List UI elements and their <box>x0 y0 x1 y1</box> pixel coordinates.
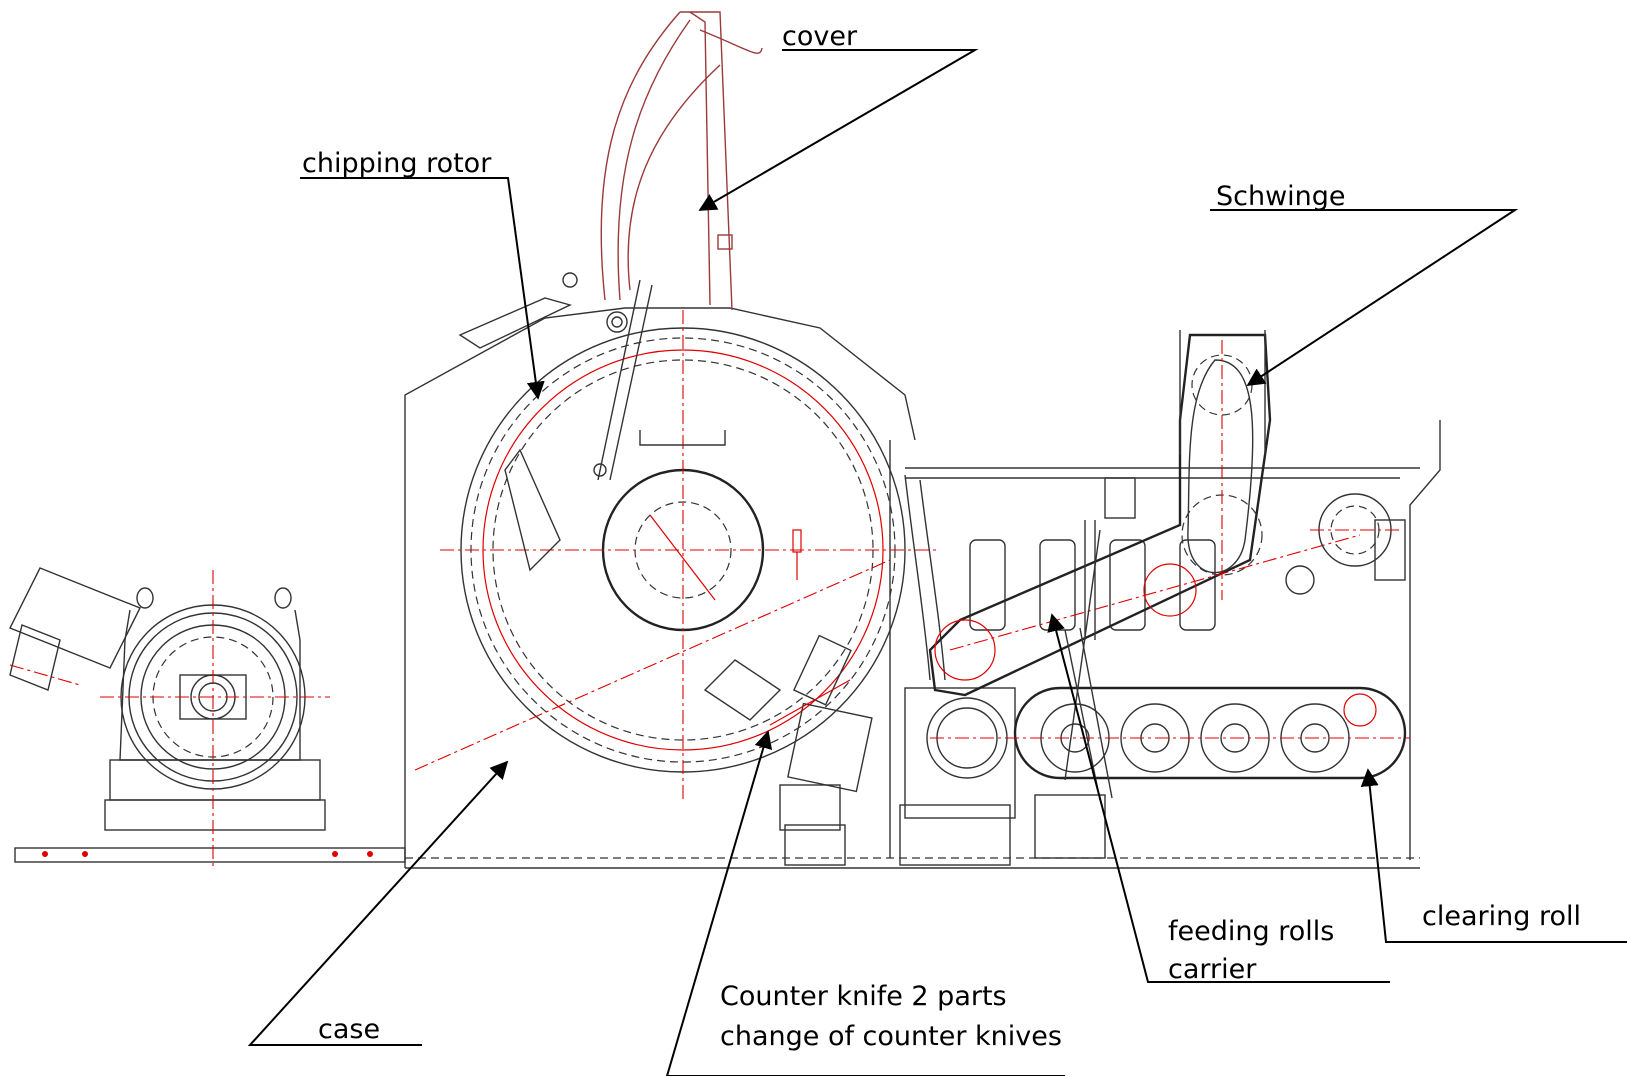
case-housing <box>404 307 1441 869</box>
label-chipping-rotor: chipping rotor <box>302 148 492 179</box>
label-counter-knife-line2: change of counter knives <box>720 1021 1062 1052</box>
feeding-rolls-carrier <box>926 529 1410 801</box>
label-clearing-roll: clearing roll <box>1422 901 1581 932</box>
feeding-rolls-leader <box>1047 613 1390 983</box>
chipping-rotor <box>414 310 940 800</box>
cover <box>458 11 763 481</box>
counter-knife-leader <box>665 730 1065 1076</box>
leader-lines <box>247 49 1627 1076</box>
label-schwinge: Schwinge <box>1216 181 1346 212</box>
clearing-roll-leader <box>1360 768 1627 943</box>
label-cover: cover <box>782 21 858 52</box>
label-counter-knife-line1: Counter knife 2 parts <box>720 981 1007 1012</box>
cover-leader <box>698 49 979 211</box>
schwinge-leader <box>1210 209 1519 386</box>
case-leader <box>247 760 509 1046</box>
schwinge <box>928 330 1400 697</box>
label-feeding-rolls-line1: feeding rolls <box>1168 916 1334 947</box>
motor-base-bolts <box>42 851 373 857</box>
label-case: case <box>318 1014 380 1045</box>
electric-motor <box>9 567 406 870</box>
label-feeding-rolls-line2: carrier <box>1168 954 1257 985</box>
counter-knife-assembly <box>769 634 873 866</box>
chipping-rotor-leader <box>300 177 545 400</box>
